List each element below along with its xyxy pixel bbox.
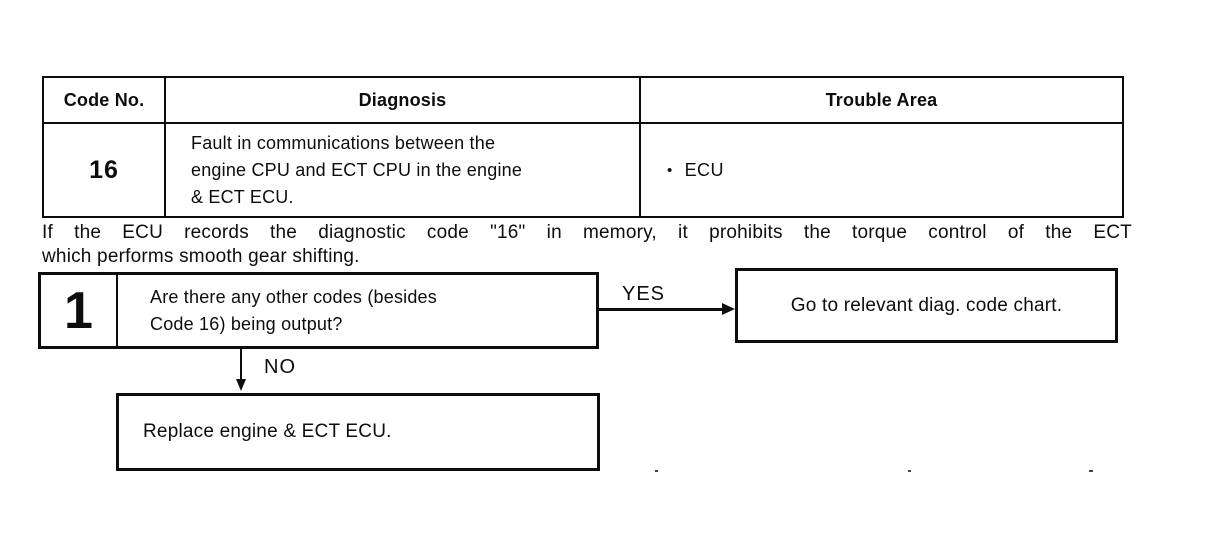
no-result-text: Replace engine & ECT ECU. [143, 421, 392, 442]
diagnostic-code-table: Code No. Diagnosis Trouble Area 16 Fault… [42, 76, 1124, 218]
flowchart-step-1-box: 1 Are there any other codes (besides Cod… [38, 272, 599, 349]
note-paragraph: If the ECU records the diagnostic code "… [42, 221, 1132, 269]
note-line-2: which performs smooth gear shifting. [42, 246, 360, 267]
no-arrow-head-icon [236, 379, 246, 391]
table-header-row: Code No. Diagnosis Trouble Area [42, 76, 1124, 124]
diagnosis-text: Fault in communications between the engi… [191, 132, 523, 207]
step-question-text: Are there any other codes (besides Code … [150, 286, 437, 334]
note-line-1: If the ECU records the diagnostic code "… [42, 222, 1132, 243]
table-row: 16 Fault in communications between the e… [42, 122, 1124, 218]
yes-arrow-line [598, 308, 726, 311]
code-no-cell: 16 [42, 122, 166, 218]
no-result-box: Replace engine & ECT ECU. [116, 393, 600, 471]
trouble-area-item: • ECU [667, 160, 1122, 181]
no-branch-label: NO [264, 356, 296, 378]
yes-result-text: Go to relevant diag. code chart. [790, 294, 1063, 316]
column-header-trouble-area: Trouble Area [639, 76, 1124, 124]
yes-branch-label: YES [622, 283, 666, 305]
step-number: 1 [41, 275, 118, 346]
trouble-area-cell: • ECU [639, 122, 1124, 218]
scan-speck [655, 470, 658, 472]
scan-speck [908, 470, 911, 472]
step-question-area: Are there any other codes (besides Code … [118, 275, 596, 346]
yes-result-box: Go to relevant diag. code chart. [735, 268, 1118, 343]
bullet-icon: • [667, 161, 673, 179]
trouble-area-text: ECU [684, 159, 724, 180]
column-header-diagnosis: Diagnosis [164, 76, 641, 124]
column-header-code-no: Code No. [42, 76, 166, 124]
diagnosis-cell: Fault in communications between the engi… [164, 122, 641, 218]
no-arrow-line [240, 349, 242, 381]
scan-speck [1089, 470, 1093, 472]
yes-arrow-head-icon [722, 303, 735, 315]
